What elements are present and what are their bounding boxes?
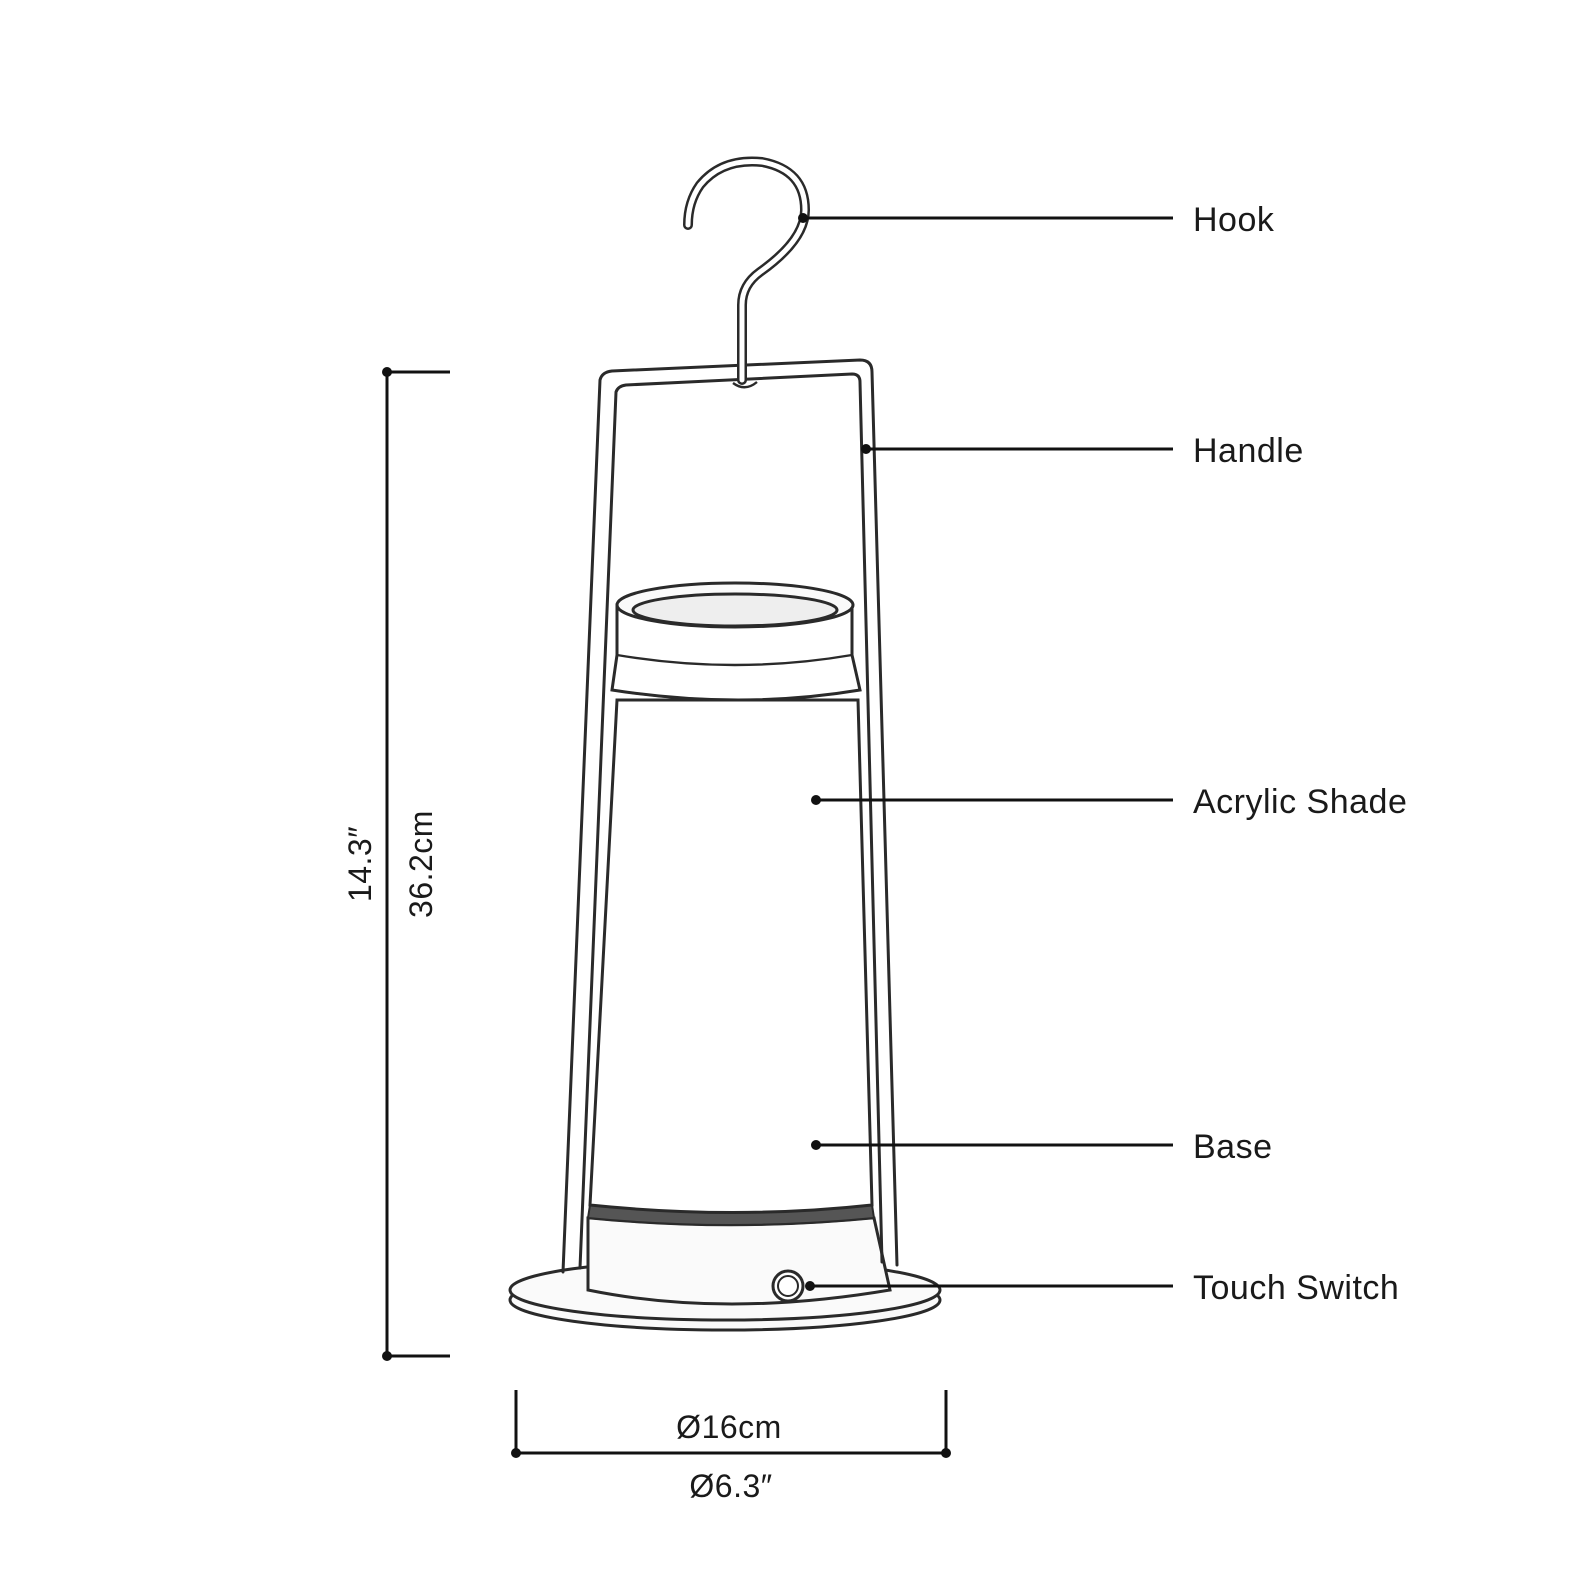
- lamp-illustration: [508, 156, 942, 1332]
- touch-switch-button: [771, 1269, 805, 1303]
- callout-acrylic-shade: Acrylic Shade: [811, 783, 1407, 821]
- diameter-cm: Ø16cm: [676, 1409, 782, 1445]
- base-body: [586, 1203, 892, 1306]
- acrylic-shade-body: [588, 698, 874, 1214]
- label-touch-switch: Touch Switch: [1193, 1269, 1399, 1307]
- label-acrylic-shade: Acrylic Shade: [1193, 783, 1407, 821]
- height-cm: 36.2cm: [403, 810, 439, 918]
- callout-handle: Handle: [861, 432, 1304, 470]
- callouts: Hook Handle Acrylic Shade Base Touch Swi…: [798, 201, 1407, 1307]
- callout-base: Base: [811, 1128, 1273, 1166]
- top-collar: [610, 581, 862, 702]
- callout-hook: Hook: [798, 201, 1275, 239]
- label-hook: Hook: [1193, 201, 1275, 239]
- height-dimension: 14.3″ 36.2cm: [342, 367, 450, 1361]
- callout-touch-switch: Touch Switch: [805, 1269, 1399, 1307]
- hook-shape: [683, 156, 811, 385]
- label-base: Base: [1193, 1128, 1273, 1166]
- diameter-dimension: Ø16cm Ø6.3″: [511, 1390, 951, 1504]
- label-handle: Handle: [1193, 432, 1304, 470]
- diameter-inches: Ø6.3″: [689, 1468, 772, 1504]
- height-inches: 14.3″: [342, 826, 378, 902]
